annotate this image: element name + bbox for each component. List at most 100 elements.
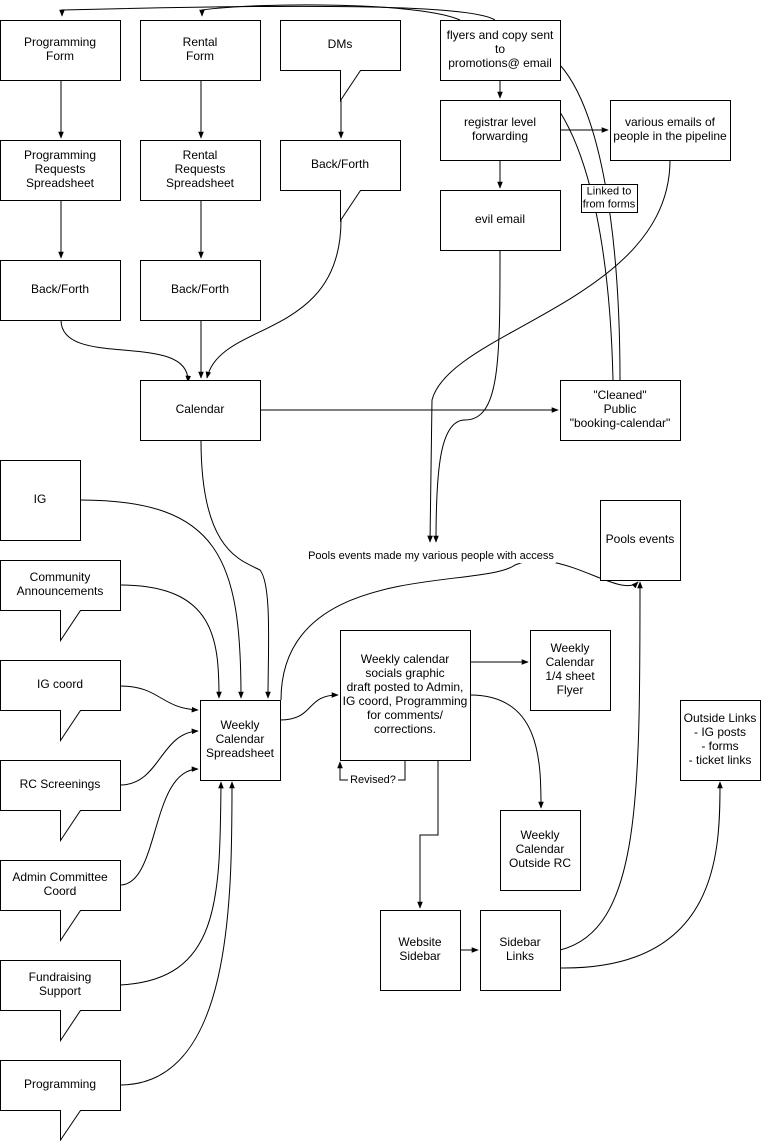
rental-requests-box (140, 140, 261, 201)
label-line: "Cleaned" (593, 388, 646, 402)
edge-flyers-to-programming-form (59, 5, 496, 21)
programming-form-box (0, 20, 121, 81)
cleaned-calendar-box (560, 380, 681, 441)
pools-access-label-bg (306, 548, 556, 563)
revised-label-bg (348, 773, 398, 787)
calendar-label: Calendar (176, 402, 225, 416)
pools-events-label: Pools events (606, 532, 675, 546)
edge-prog-backforth-to-calendar (60, 319, 192, 383)
registrar-box (440, 100, 561, 161)
pools-access-label: Pools events made my various people with… (308, 550, 554, 562)
community-callout (0, 560, 121, 643)
label-line: Revised? (350, 774, 396, 786)
label-line: Sidebar (499, 935, 540, 949)
label-line: IG coord, Programming (343, 694, 468, 708)
rc-screenings-label: RC Screenings (20, 777, 101, 791)
edge-ig-coord-to-weekly-spreadsheet (119, 685, 199, 713)
label-line: to (495, 42, 505, 56)
label-line: for comments/ (367, 708, 444, 722)
label-line: Form (186, 49, 214, 63)
weekly-outside-box (500, 810, 581, 891)
prog-backforth-label: Back/Forth (31, 282, 89, 296)
label-line: Support (39, 984, 82, 998)
pools-events-box (600, 500, 681, 581)
label-line: Spreadsheet (166, 176, 235, 190)
label-line: Coord (44, 884, 77, 898)
label-line: Flyer (557, 683, 584, 697)
edge-graphic-to-website-sidebar (417, 760, 439, 909)
edge-graphic-to-weekly-outside (469, 694, 544, 809)
label-line: IG coord (37, 677, 83, 691)
ig-coord-label: IG coord (37, 677, 83, 691)
dms-callout (280, 20, 401, 103)
edges (58, 4, 723, 1086)
label-line: Back/Forth (171, 282, 229, 296)
linked-label-box (581, 184, 638, 213)
label-line: Weekly (220, 718, 259, 732)
edge-programming-to-weekly-spreadsheet (119, 781, 235, 1086)
label-line: Back/Forth (31, 282, 89, 296)
label-line: Programming (24, 1077, 96, 1091)
label-line: Calendar (176, 402, 225, 416)
label-line: Sidebar (399, 949, 440, 963)
edge-weekly-spreadsheet-to-graphic (279, 692, 339, 721)
label-line: Announcements (17, 584, 104, 598)
edge-cleaned-to-flyers (559, 64, 621, 381)
label-line: Rental (183, 35, 218, 49)
edge-admin-committee-to-weekly-spreadsheet (119, 766, 199, 886)
edge-calendar-to-weekly-spreadsheet (200, 439, 271, 699)
cleaned-calendar-label: "Cleaned"Public"booking-calendar" (570, 388, 671, 430)
evil-email-label: evil email (475, 212, 525, 226)
label-line: Linked to (587, 185, 632, 197)
label-line: evil email (475, 212, 525, 226)
label-line: Community (30, 570, 91, 584)
label-line: Pools events made my various people with… (308, 550, 554, 562)
label-line: flyers and copy sent (447, 28, 554, 42)
outside-links-label: Outside Links- IG posts- forms- ticket l… (684, 711, 757, 767)
website-sidebar-box (380, 910, 461, 991)
label-line: people in the pipeline (613, 129, 727, 143)
edge-community-to-weekly-spreadsheet (119, 584, 222, 699)
label-line: Rental (183, 148, 218, 162)
rental-form-box (140, 20, 261, 81)
label-line: socials graphic (365, 666, 444, 680)
label-line: Fundraising (29, 970, 92, 984)
label-line: Outside Links (684, 711, 757, 725)
label-line: 1/4 sheet (545, 669, 595, 683)
label-line: Spreadsheet (26, 176, 95, 190)
revised-label: Revised? (350, 774, 396, 786)
label-line: RC Screenings (20, 777, 101, 791)
edge-rc-screenings-to-weekly-spreadsheet (119, 728, 199, 786)
label-line: - ticket links (689, 753, 752, 767)
label-line: Spreadsheet (206, 746, 275, 760)
label-line: Weekly (520, 828, 559, 842)
various-emails-box (610, 100, 731, 161)
flyer-box (530, 630, 611, 711)
edge-sidebar-links-to-pools-events (559, 581, 643, 951)
label-line: Outside RC (509, 856, 571, 870)
dms-label: DMs (328, 37, 353, 51)
edge-dms-backforth-to-calendar (205, 219, 342, 379)
label-line: various emails of (625, 115, 716, 129)
label-line: Weekly calendar (361, 652, 450, 666)
label-line: Requests (175, 162, 226, 176)
label-line: Weekly (550, 641, 589, 655)
outside-links-box (680, 700, 761, 781)
label-line: Calendar (546, 655, 595, 669)
label-line: corrections. (374, 722, 436, 736)
edge-sidebar-links-to-outside-links (559, 781, 723, 969)
